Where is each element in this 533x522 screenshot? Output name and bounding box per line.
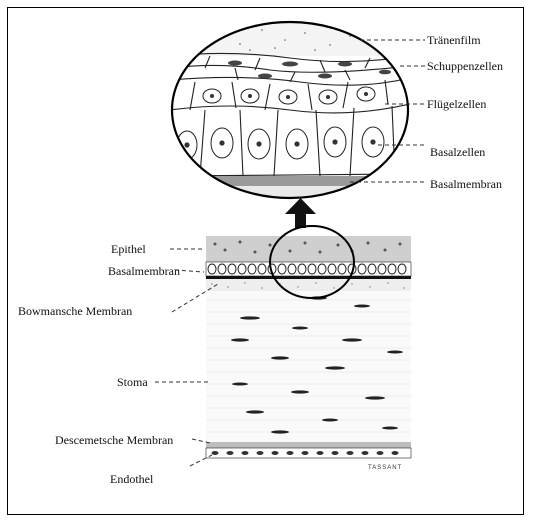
zoom-arrow — [285, 198, 316, 228]
tear-film-band — [170, 20, 410, 56]
stroma-band — [206, 291, 411, 442]
artist-signature: TASSANT — [368, 465, 402, 471]
basal-membrane-band — [170, 176, 410, 186]
label-schuppenzellen: Schuppenzellen — [427, 60, 503, 72]
label-basalzellen: Basalzellen — [430, 146, 485, 158]
label-traenenfilm: Tränenfilm — [427, 34, 481, 46]
cornea-cross-section — [206, 236, 411, 458]
label-bowmansche-membran: Bowmansche Membran — [18, 305, 132, 317]
label-endothel: Endothel — [110, 473, 153, 485]
label-basalmembran-left: Basalmembran — [108, 265, 180, 277]
label-stoma: Stoma — [117, 376, 148, 388]
label-fluegelzellen: Flügelzellen — [427, 98, 486, 110]
label-basalmembran-top: Basalmembran — [430, 178, 502, 190]
label-descemetsche-membran: Descemetsche Membran — [55, 434, 173, 446]
label-epithel: Epithel — [111, 243, 146, 255]
